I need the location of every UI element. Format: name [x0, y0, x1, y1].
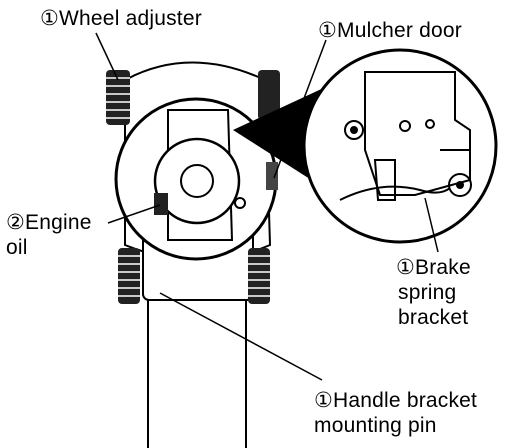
brake-spring-line1: Brake: [415, 256, 471, 279]
brake-spring-line2: spring: [398, 281, 457, 304]
engine-circle: [114, 97, 278, 261]
brake-detail-inset: [302, 48, 498, 244]
label-engine-oil: ②Engine oil: [6, 210, 92, 260]
wheel-rear-right: [248, 248, 270, 304]
brake-spring-line3: bracket: [398, 306, 469, 329]
callout-number-1: ①: [318, 19, 338, 42]
callout-number-1: ①: [314, 389, 334, 412]
callout-number-1: ①: [40, 7, 60, 30]
label-brake-spring-bracket: ①Brake spring bracket: [396, 255, 471, 330]
wheel-front-right: [258, 70, 280, 120]
leader-lines: [95, 32, 439, 381]
label-wheel-adjuster: ①Wheel adjuster: [40, 6, 202, 31]
engine-oil-line1: Engine: [25, 211, 92, 234]
wheel-rear-left: [118, 248, 140, 304]
handle-bracket-line1: Handle bracket: [333, 389, 478, 412]
handle-bracket-line2: mounting pin: [314, 414, 437, 437]
label-mulcher-door: ①Mulcher door: [318, 18, 462, 43]
label-handle-bracket-mounting-pin: ①Handle bracket mounting pin: [314, 388, 477, 438]
mulcher-door-text: Mulcher door: [337, 19, 462, 42]
callout-number-1: ①: [396, 256, 416, 279]
callout-number-2: ②: [6, 211, 26, 234]
engine-oil-line2: oil: [6, 236, 28, 259]
wheel-front-left: [106, 70, 130, 125]
wheel-adjuster-text: Wheel adjuster: [59, 7, 202, 30]
